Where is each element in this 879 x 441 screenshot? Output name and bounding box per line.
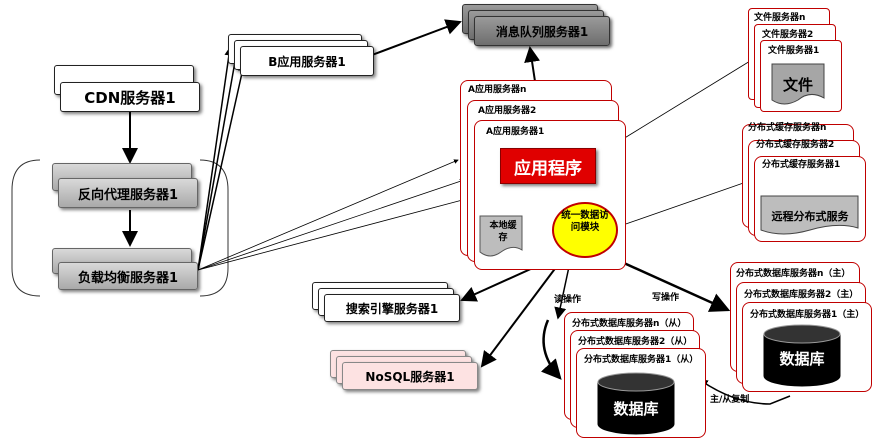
a-app-server-n-label: A应用服务器n: [468, 85, 527, 95]
db-slave-2-label: 分布式数据库服务器2（从）: [578, 337, 693, 347]
local-cache-shape: [479, 215, 523, 257]
mq-label: 消息队列服务器1: [495, 24, 589, 39]
db-slave-n-label: 分布式数据库服务器n（从）: [572, 319, 687, 329]
search-label: 搜索引擎服务器1: [345, 301, 439, 316]
file-server-n-label: 文件服务器n: [754, 13, 806, 23]
db-slave-cylinder-icon: [597, 372, 675, 435]
load-balancer-label: 负载均衡服务器1: [77, 270, 179, 286]
mq-server: 消息队列服务器1: [474, 16, 610, 46]
data-access-label: 统一数据访问模块: [561, 210, 609, 233]
cache-server-2-label: 分布式缓存服务器2: [756, 140, 835, 150]
b-app-server: B应用服务器1: [240, 46, 374, 76]
data-access-module: [552, 202, 618, 258]
search-server: 搜索引擎服务器1: [324, 294, 460, 322]
file-server-1-label: 文件服务器1: [768, 46, 820, 56]
file-server-2-label: 文件服务器2: [762, 30, 814, 40]
replication-label: 主/从复制: [710, 395, 750, 405]
db-slave-label: 数据库: [613, 400, 659, 418]
file-label: 文件: [782, 76, 813, 94]
read-op-label: 读操作: [554, 295, 582, 305]
cdn-server: CDN服务器1: [60, 82, 200, 112]
a-app-server-2-label: A应用服务器2: [478, 106, 537, 116]
cdn-label: CDN服务器1: [84, 88, 176, 107]
cache-server-n-label: 分布式缓存服务器n: [748, 123, 827, 133]
b-app-label: B应用服务器1: [268, 54, 346, 69]
reverse-proxy-server: 反向代理服务器1: [58, 178, 198, 208]
file-document-icon: [771, 63, 825, 105]
cache-server-1-label: 分布式缓存服务器1: [762, 160, 841, 170]
app-program-label: 应用程序: [514, 158, 582, 179]
load-balancer-server: 负载均衡服务器1: [58, 262, 198, 290]
remote-cache-shape: [760, 195, 859, 235]
reverse-proxy-label: 反向代理服务器1: [77, 187, 179, 203]
nosql-server: NoSQL服务器1: [342, 362, 478, 390]
db-slave-1-label: 分布式数据库服务器1（从）: [584, 355, 699, 365]
a-app-server-1-label: A应用服务器1: [486, 127, 545, 137]
db-master-cylinder-icon: [763, 324, 841, 387]
app-program: 应用程序: [500, 148, 596, 184]
db-master-label: 数据库: [779, 350, 825, 368]
write-op-label: 写操作: [652, 293, 680, 303]
nosql-label: NoSQL服务器1: [365, 369, 455, 384]
db-master-n-label: 分布式数据库服务器n（主）: [736, 269, 851, 279]
local-cache-label: 本地缓存: [489, 221, 517, 243]
db-master-1-label: 分布式数据库服务器1（主）: [750, 310, 865, 320]
remote-cache-label: 远程分布式服务: [771, 210, 849, 223]
db-master-2-label: 分布式数据库服务器2（主）: [744, 290, 859, 300]
